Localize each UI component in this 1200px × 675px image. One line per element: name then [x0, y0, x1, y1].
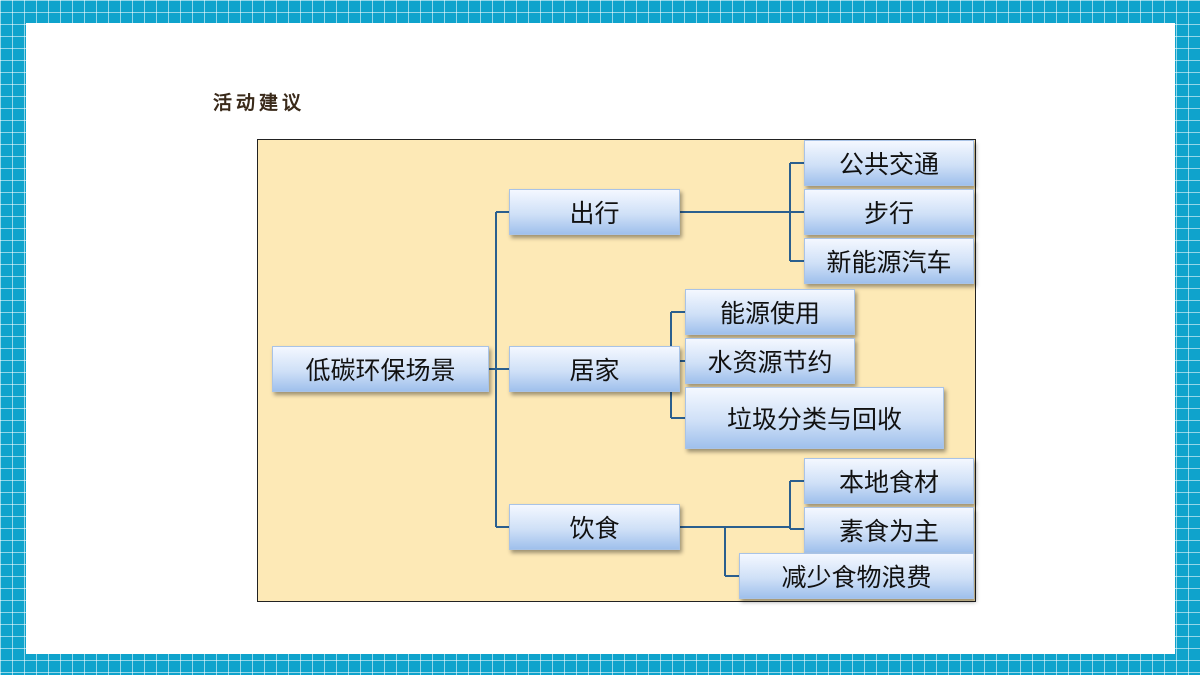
leaf-node-local-ingredients: 本地食材 [804, 458, 974, 504]
leaf-node-waste-sorting: 垃圾分类与回收 [685, 387, 944, 449]
leaf-node-reduce-food-waste: 减少食物浪费 [739, 553, 974, 599]
leaf-node-vegetarian: 素食为主 [804, 507, 974, 553]
leaf-node-new-energy-vehicle: 新能源汽车 [804, 238, 974, 284]
slide-title: 活动建议 [213, 92, 306, 114]
branch-node-home: 居家 [509, 346, 680, 392]
leaf-node-water-saving: 水资源节约 [685, 338, 855, 384]
root-node: 低碳环保场景 [272, 346, 489, 392]
leaf-node-public-transport: 公共交通 [804, 140, 974, 186]
branch-node-food: 饮食 [509, 504, 680, 550]
branch-node-travel: 出行 [509, 189, 680, 235]
leaf-node-energy-use: 能源使用 [685, 289, 855, 335]
leaf-node-walking: 步行 [804, 189, 974, 235]
